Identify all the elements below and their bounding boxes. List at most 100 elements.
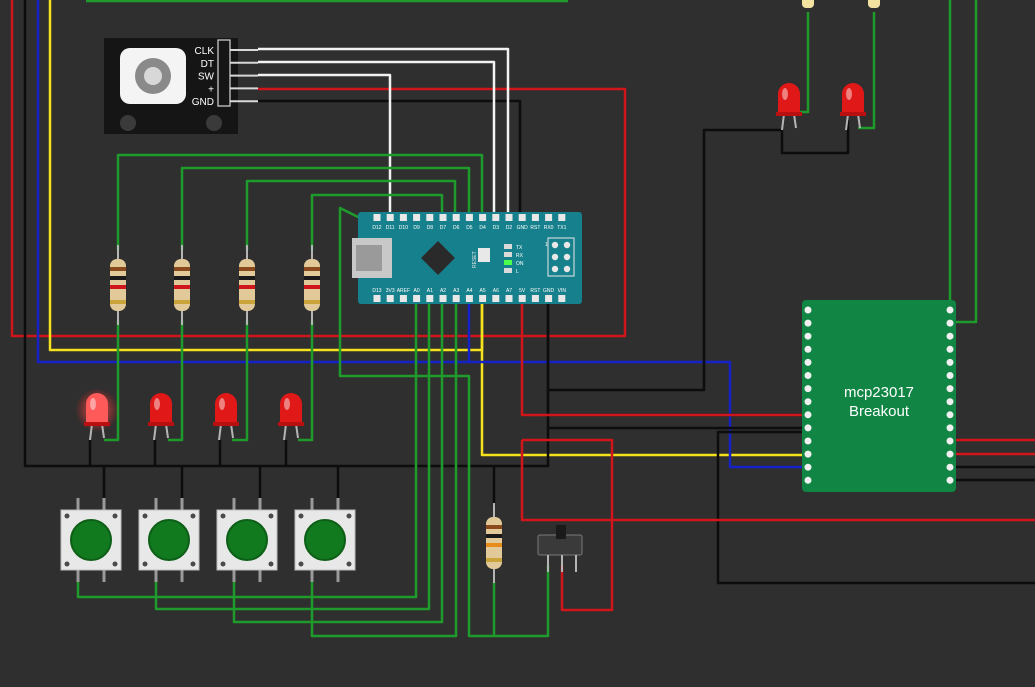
expander-pin-right[interactable] — [946, 372, 954, 379]
resistor[interactable] — [486, 503, 502, 583]
pin-header[interactable] — [399, 214, 407, 221]
pin-header[interactable] — [505, 295, 513, 302]
expander-pin-right[interactable] — [946, 450, 954, 458]
pin-header[interactable] — [558, 214, 566, 221]
pushbutton[interactable] — [294, 498, 356, 582]
wire-green-r3[interactable] — [245, 179, 457, 250]
switch-slider[interactable] — [556, 525, 566, 539]
pin-header[interactable] — [413, 295, 421, 302]
mcp23017-breakout[interactable]: mcp23017 Breakout — [802, 300, 956, 492]
pin-header[interactable] — [439, 295, 447, 302]
expander-pin-left[interactable] — [804, 372, 812, 379]
expander-pin-left[interactable] — [804, 463, 812, 471]
red-led[interactable] — [213, 393, 239, 441]
pushbutton[interactable] — [216, 498, 278, 582]
pin-header[interactable] — [492, 214, 500, 221]
pin-header[interactable] — [373, 214, 381, 221]
wire-green-r1-led[interactable] — [104, 320, 120, 442]
button-cap[interactable] — [70, 519, 112, 561]
wire-white-sw[interactable] — [258, 73, 392, 218]
wire-yellow-2[interactable] — [480, 292, 808, 457]
pin-header[interactable] — [413, 214, 421, 221]
wire-green-d12[interactable] — [338, 206, 550, 638]
expander-pin-left[interactable] — [804, 450, 812, 458]
expander-pin-right[interactable] — [946, 385, 954, 393]
pin-header[interactable] — [531, 295, 539, 302]
wire-encoder-gnd[interactable] — [258, 99, 522, 218]
expander-pin-left[interactable] — [804, 319, 812, 327]
expander-pin-left[interactable] — [804, 306, 812, 314]
expander-pin-right[interactable] — [946, 345, 954, 353]
pin-header[interactable] — [518, 295, 526, 302]
wire-green-r2[interactable] — [180, 166, 471, 250]
expander-pin-right[interactable] — [946, 463, 954, 471]
expander-pin-right[interactable] — [946, 476, 954, 484]
pin-header[interactable] — [558, 295, 566, 302]
expander-pin-left[interactable] — [804, 345, 812, 353]
pin-header[interactable] — [386, 214, 394, 221]
wire-red-switch[interactable] — [522, 438, 614, 612]
pin-header[interactable] — [465, 295, 473, 302]
expander-pin-left[interactable] — [804, 411, 812, 419]
wire-black-to-expander[interactable] — [546, 292, 808, 417]
pin-header[interactable] — [531, 214, 539, 221]
wire-btn3-a2[interactable] — [232, 292, 444, 624]
pin-header[interactable] — [373, 295, 381, 302]
resistor[interactable] — [239, 245, 255, 325]
wire-black-led-join[interactable] — [780, 120, 850, 155]
wire-green-r4[interactable] — [310, 193, 444, 250]
expander-pin-right[interactable] — [946, 411, 954, 419]
expander-pin-left[interactable] — [804, 358, 812, 366]
red-led[interactable] — [840, 83, 866, 131]
wire-green-r3-led[interactable] — [232, 320, 249, 442]
wire-btn1-a0[interactable] — [76, 292, 418, 599]
pin-header[interactable] — [426, 214, 434, 221]
wire-white-clk[interactable] — [258, 47, 510, 218]
resistor[interactable] — [110, 245, 126, 325]
wire-green-exp-1[interactable] — [950, 0, 978, 324]
expander-pin-left[interactable] — [804, 332, 812, 340]
pin-header[interactable] — [452, 214, 460, 221]
wire-green-led-tr[interactable] — [858, 12, 876, 130]
expander-pin-left[interactable] — [804, 437, 812, 445]
button-cap[interactable] — [226, 519, 268, 561]
expander-pin-left[interactable] — [804, 476, 812, 484]
button-cap[interactable] — [148, 519, 190, 561]
pin-header[interactable] — [545, 214, 553, 221]
red-led[interactable] — [278, 393, 304, 441]
slide-switch[interactable] — [537, 525, 583, 572]
wire-red-5v[interactable] — [520, 292, 808, 417]
pin-header[interactable] — [399, 295, 407, 302]
expander-pin-right[interactable] — [946, 398, 954, 406]
reset-button[interactable] — [478, 248, 490, 262]
expander-pin-left[interactable] — [804, 398, 812, 406]
expander-pin-right[interactable] — [946, 358, 954, 366]
pin-header[interactable] — [545, 295, 553, 302]
wire-green-r1[interactable] — [116, 153, 484, 250]
pushbutton[interactable] — [60, 498, 122, 582]
wire-btn2-a1[interactable] — [154, 292, 431, 611]
expander-pin-right[interactable] — [946, 437, 954, 445]
pin-header[interactable] — [518, 214, 526, 221]
red-led[interactable] — [148, 393, 174, 441]
expander-pin-right[interactable] — [946, 332, 954, 340]
pin-header[interactable] — [505, 214, 513, 221]
wire-red-bottom[interactable] — [520, 440, 1035, 522]
wire-green-r4-led[interactable] — [298, 320, 314, 442]
red-led[interactable] — [776, 83, 802, 131]
wire-blue[interactable] — [36, 0, 808, 469]
expander-pin-right[interactable] — [946, 319, 954, 327]
expander-pin-right[interactable] — [946, 424, 954, 432]
red-led[interactable] — [75, 388, 119, 441]
wire-green-r2-led[interactable] — [168, 320, 184, 442]
resistor[interactable] — [304, 245, 320, 325]
wire-white-dt[interactable] — [258, 60, 496, 218]
wire-btn4-a3[interactable] — [310, 292, 458, 638]
expander-pin-left[interactable] — [804, 385, 812, 393]
pin-header[interactable] — [479, 295, 487, 302]
expander-pin-left[interactable] — [804, 424, 812, 432]
pin-header[interactable] — [479, 214, 487, 221]
wire-red-left-loop[interactable] — [10, 0, 627, 338]
wire-black-to-leds[interactable] — [548, 128, 782, 392]
